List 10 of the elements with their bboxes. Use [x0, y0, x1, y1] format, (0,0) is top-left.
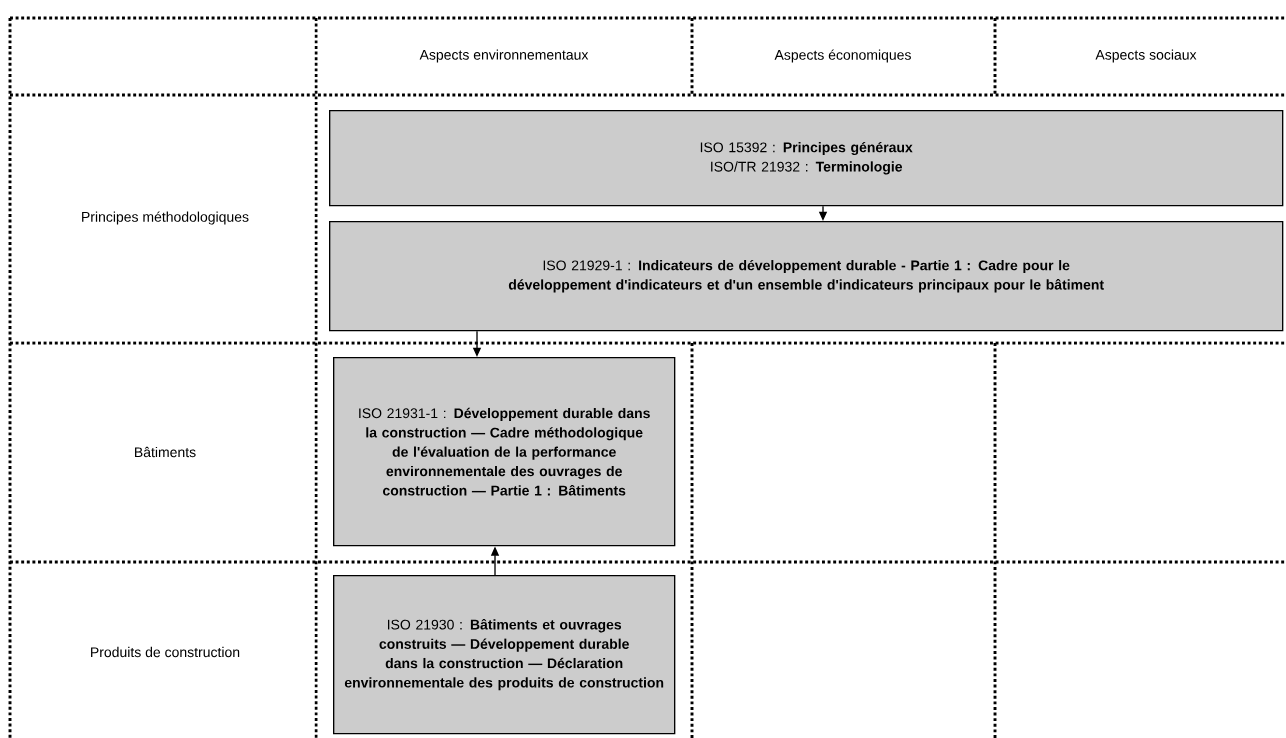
row-header: Produits de construction [91, 646, 240, 658]
standard-box: ISO 21931-1 : Développement durable dans la construction — Cadre méthodologique de l'évaluation de la performance environnementale des ouvrages de construction — Partie 1 : Bâtiments [333, 357, 676, 547]
row-header: Bâtiments [135, 446, 196, 458]
column-header: Aspects économiques [774, 49, 911, 63]
column-header: Aspects sociaux [1095, 49, 1197, 63]
standard-box: ISO 21929-1 : Indicateurs de développement durable - Partie 1 : Cadre pour le développement d'indicateurs et d'un ensemble d'indicateurs principaux pour le bâtiment [329, 221, 1284, 332]
standard-box: ISO 15392 : Principes généraux ISO/TR 21932 : Terminologie [329, 110, 1284, 207]
column-header: Aspects environnementaux [419, 49, 589, 63]
standard-box: ISO 21930 : Bâtiments et ouvrages construits — Développement durable dans la construction — Déclaration environnementale des produits de construction [333, 575, 676, 735]
row-header: Principes méthodologiques [82, 211, 249, 225]
